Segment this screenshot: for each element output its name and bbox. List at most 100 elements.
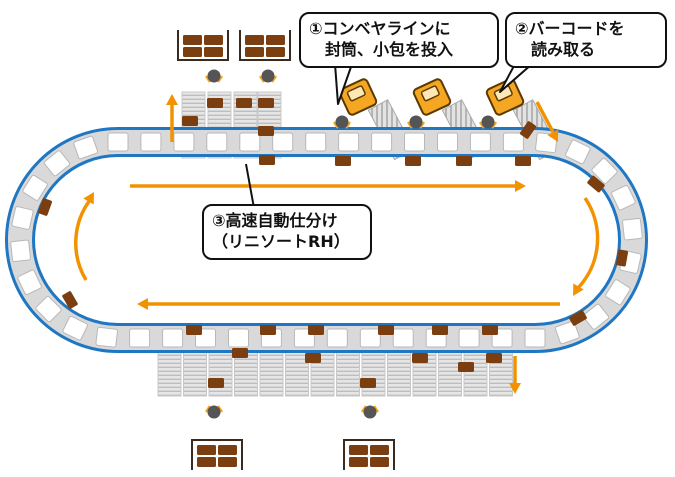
parcel-icon [62, 291, 78, 309]
operator-icon [332, 115, 352, 129]
parcel-icon [186, 325, 202, 335]
conveyor-tray [129, 328, 151, 348]
collection-box-icon [177, 30, 229, 61]
parcel-icon [204, 35, 223, 45]
conveyor-tray [392, 328, 414, 348]
barcode-scanner-icon [338, 78, 378, 116]
collection-box-icon [191, 439, 243, 470]
conveyor-tray [305, 132, 327, 152]
conveyor-tray [10, 239, 31, 263]
conveyor-tray [524, 328, 546, 348]
parcel-icon [266, 47, 285, 57]
operator-icon [478, 115, 498, 129]
parcel-icon [349, 445, 368, 455]
parcel-icon [208, 378, 224, 388]
barcode-scanner-icon [485, 78, 525, 116]
flow-arrows [74, 94, 600, 394]
parcel-icon [569, 310, 587, 326]
parcel-icon [349, 457, 368, 467]
parcel-icon [236, 98, 252, 108]
operator-icon [406, 115, 426, 129]
conveyor-tray [228, 328, 249, 348]
conveyor-tray [502, 132, 524, 152]
callout-pointers [245, 63, 533, 209]
parcel-icon [519, 121, 537, 139]
operator-icon [258, 69, 278, 83]
callout-step-2-barcode-reading: ②バーコードを 読み取る [505, 12, 667, 68]
conveyor-tray [437, 132, 458, 152]
parcel-icon [412, 353, 428, 363]
conveyor-tray [458, 328, 480, 348]
conveyor-tray [95, 326, 118, 348]
parcel-icon [370, 445, 389, 455]
parcel-icon [245, 47, 264, 57]
conveyor-tray [469, 132, 491, 152]
collection-box-icon [343, 439, 395, 470]
parcel-icon [37, 198, 53, 216]
parcel-icon [515, 156, 531, 166]
parcel-icon [266, 35, 285, 45]
parcel-icon [259, 155, 275, 165]
parcel-icon [370, 457, 389, 467]
conveyor-tray [11, 206, 34, 230]
operators [204, 69, 498, 419]
conveyor-tray [591, 157, 618, 185]
parcel-icon [258, 126, 274, 136]
parcel-icon [405, 156, 421, 166]
parcel-icon [432, 325, 448, 335]
parcel-icon [486, 353, 502, 363]
conveyor-tray [359, 328, 381, 348]
collection-boxes [177, 30, 395, 470]
flow-arrow-icon [535, 101, 555, 133]
flow-arrow-icon [576, 197, 600, 290]
parcel-icon [183, 47, 202, 57]
parcel-icon [258, 98, 274, 108]
parcel-icon [197, 445, 216, 455]
conveyor-tray [22, 174, 48, 201]
flow-arrow-icon [74, 198, 92, 281]
parcel-icon [232, 348, 248, 358]
parcel-icon [245, 35, 264, 45]
parcel-icon [218, 445, 237, 455]
barcode-scanner-icon [412, 78, 452, 116]
parcel-icon [458, 362, 474, 372]
conveyor-tray [338, 132, 360, 152]
conveyor-tray [173, 132, 195, 152]
parcel-icon [183, 35, 202, 45]
parcel-icon [197, 457, 216, 467]
parcel-icon [615, 249, 629, 267]
conveyor-tray [605, 279, 631, 306]
loop-conveyor [5, 98, 648, 388]
conveyor-tray [371, 132, 393, 152]
conveyor-tray [162, 328, 184, 348]
collection-box-icon [239, 30, 291, 61]
operator-icon [204, 405, 224, 419]
parcel-icon [587, 175, 605, 193]
conveyor-tray [582, 303, 610, 330]
parcel-icon [218, 457, 237, 467]
parcel-icon [378, 325, 394, 335]
parcels-on-conveyor [37, 98, 629, 388]
conveyor-tray [611, 184, 636, 211]
conveyor-tray [73, 135, 99, 160]
parcel-icon [335, 156, 351, 166]
parcel-icon [182, 116, 198, 126]
parcel-icon [360, 378, 376, 388]
callout-step-3-sorting: ③高速自動仕分け （リニソートRH） [202, 204, 372, 260]
operator-icon [360, 405, 380, 419]
conveyor-tray [404, 132, 425, 152]
conveyor-tray [206, 132, 228, 152]
parcel-icon [204, 47, 223, 57]
conveyor-tray [622, 217, 643, 241]
barcode-scanners [338, 78, 525, 116]
conveyor-tray [62, 315, 88, 341]
conveyor-tray [565, 139, 591, 165]
conveyor-tray [554, 320, 580, 345]
callout-step-1-induction: ①コンベヤラインに 封筒、小包を投入 [299, 12, 499, 68]
conveyor-tray [43, 150, 71, 177]
parcel-icon [456, 156, 472, 166]
parcel-icon [305, 353, 321, 363]
conveyor-tray [107, 132, 129, 152]
conveyor-tray [239, 132, 261, 152]
